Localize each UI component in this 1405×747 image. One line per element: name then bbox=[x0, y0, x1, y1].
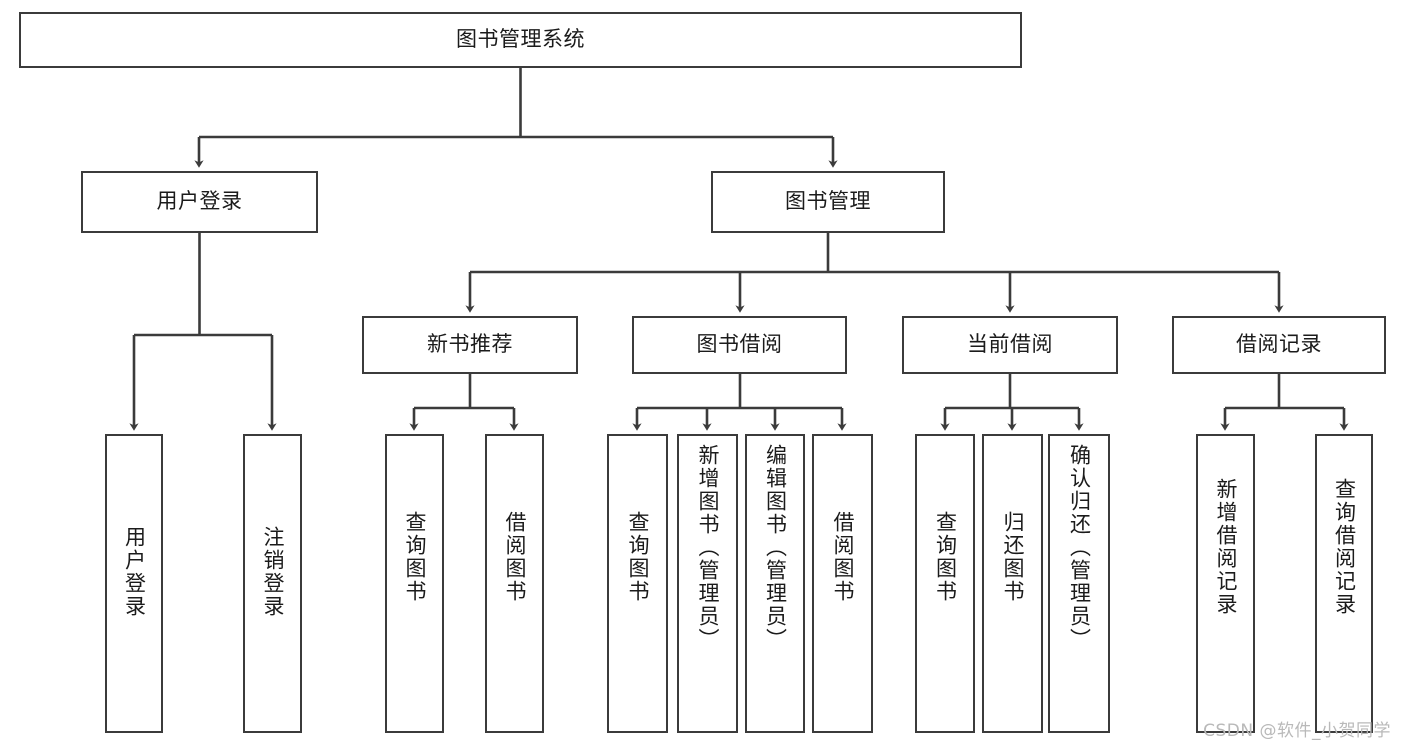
node-leaf-confirm-return[interactable]: 确认归还（管理员） bbox=[1048, 434, 1110, 733]
node-leaf-user-login[interactable]: 用户登录 bbox=[105, 434, 163, 733]
node-book-borrow[interactable]: 图书借阅 bbox=[632, 316, 847, 374]
node-leaf-query-book-2[interactable]: 查询图书 bbox=[607, 434, 668, 733]
node-leaf-query-record[interactable]: 查询借阅记录 bbox=[1315, 434, 1373, 733]
node-borrow-record[interactable]: 借阅记录 bbox=[1172, 316, 1386, 374]
node-new-book-recommend[interactable]: 新书推荐 bbox=[362, 316, 578, 374]
watermark: CSDN @软件_小贺同学 bbox=[1203, 721, 1391, 741]
node-leaf-query-book-1[interactable]: 查询图书 bbox=[385, 434, 444, 733]
node-leaf-add-book[interactable]: 新增图书（管理员） bbox=[677, 434, 738, 733]
node-root[interactable]: 图书管理系统 bbox=[19, 12, 1022, 68]
node-leaf-edit-book[interactable]: 编辑图书（管理员） bbox=[745, 434, 805, 733]
node-book-management[interactable]: 图书管理 bbox=[711, 171, 945, 233]
node-current-borrow[interactable]: 当前借阅 bbox=[902, 316, 1118, 374]
node-leaf-borrow-book-1[interactable]: 借阅图书 bbox=[485, 434, 544, 733]
node-leaf-borrow-book-2[interactable]: 借阅图书 bbox=[812, 434, 873, 733]
node-user-login[interactable]: 用户登录 bbox=[81, 171, 318, 233]
node-leaf-query-book-3[interactable]: 查询图书 bbox=[915, 434, 975, 733]
node-leaf-return-book[interactable]: 归还图书 bbox=[982, 434, 1043, 733]
node-leaf-add-record[interactable]: 新增借阅记录 bbox=[1196, 434, 1255, 733]
node-leaf-logout[interactable]: 注销登录 bbox=[243, 434, 302, 733]
